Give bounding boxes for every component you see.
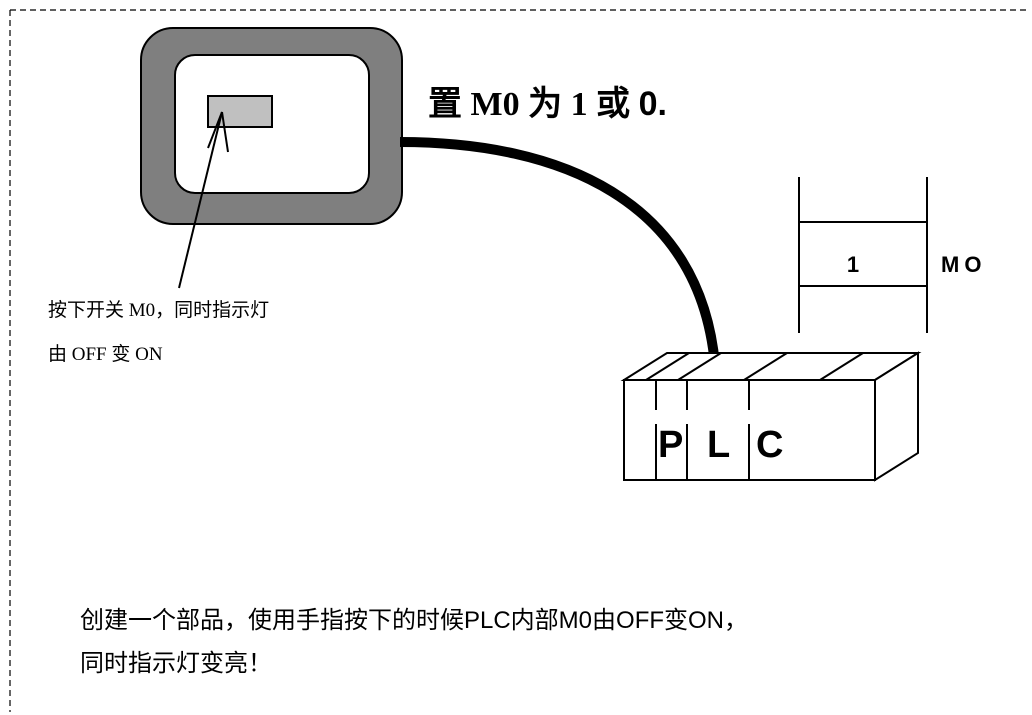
- register-name: MO: [941, 252, 987, 277]
- dashed-border: [9, 9, 1028, 712]
- switch-annotation-line2: 由 OFF 变 ON: [48, 344, 163, 365]
- caption-line1: 创建一个部品，使用手指按下的时候PLC内部M0由OFF变ON，: [80, 607, 749, 634]
- heading-prefix: 置 M0 为 1 或: [428, 86, 631, 123]
- register-value: 1: [846, 252, 860, 277]
- plc-label-c: C: [756, 424, 784, 466]
- hmi-panel: [140, 27, 403, 225]
- caption-line2: 同时指示灯变亮！: [80, 650, 272, 677]
- heading-value: 0.: [638, 85, 667, 123]
- finger-pointer: [178, 111, 229, 289]
- connection-cable: [399, 137, 720, 366]
- register-cell: [798, 177, 928, 333]
- switch-annotation-line1: 按下开关 M0，同时指示灯: [48, 300, 270, 321]
- plc-label-l: L: [707, 424, 731, 466]
- switch-m0-button[interactable]: [207, 95, 273, 128]
- diagram-heading: 置 M0 为 1 或 0.: [428, 76, 667, 125]
- plc-label-p: P: [658, 424, 684, 466]
- plc-unit: [620, 351, 922, 482]
